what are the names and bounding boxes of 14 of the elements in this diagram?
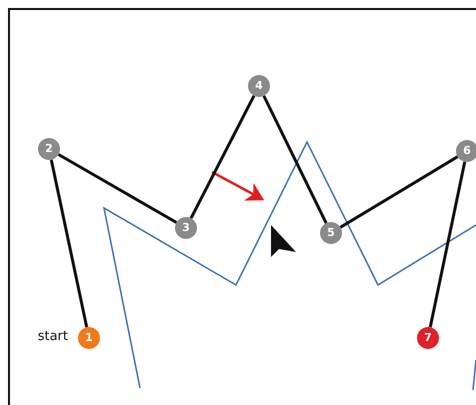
anchor-point: 1 xyxy=(78,327,100,349)
path-segment xyxy=(428,161,466,328)
anchor-point: 4 xyxy=(248,75,270,97)
point-label: start xyxy=(38,329,68,344)
anchor-point: 7 xyxy=(417,327,439,349)
anchor-point: 6 xyxy=(456,140,476,162)
path-segment xyxy=(58,153,178,224)
anchor-point: 5 xyxy=(320,222,342,244)
anchor-point: 3 xyxy=(175,217,197,239)
anchor-point: 2 xyxy=(38,138,60,160)
path-segment xyxy=(50,159,88,328)
path-segment xyxy=(190,95,256,219)
path-segment xyxy=(262,95,328,224)
path-segment xyxy=(340,155,458,229)
